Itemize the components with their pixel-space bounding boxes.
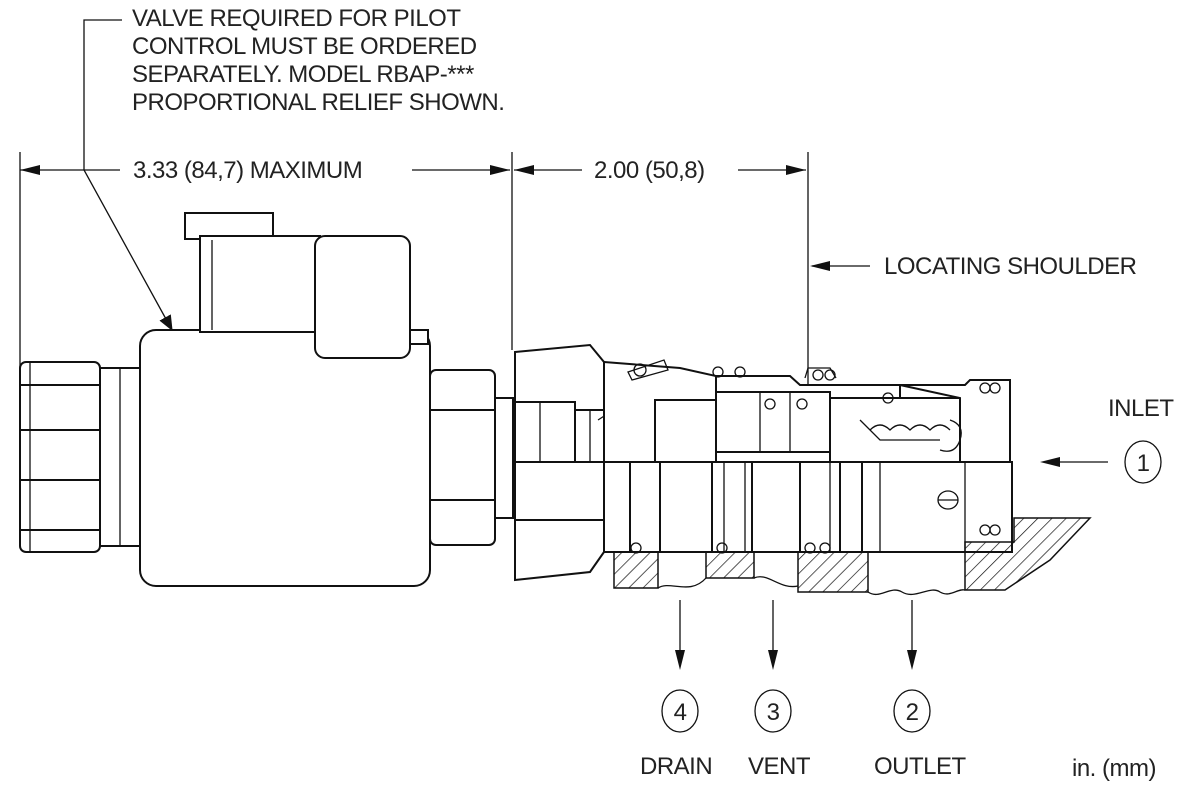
coil-nut: [429, 369, 514, 546]
port-1-number: 1: [1137, 450, 1150, 477]
manifold-block: [613, 517, 1092, 596]
port-3-number: 3: [767, 699, 780, 726]
port-4-name: DRAIN: [640, 753, 712, 780]
note-line-1: VALVE REQUIRED FOR PILOT: [132, 5, 461, 32]
port-2-number: 2: [906, 699, 919, 726]
note-line-2: CONTROL MUST BE ORDERED: [132, 33, 477, 60]
adjustment-knob: [19, 361, 141, 553]
note-line-3: SEPARATELY. MODEL RBAP-***: [132, 61, 474, 88]
dimension-cartridge-label: 2.00 (50,8): [594, 157, 705, 184]
port-4: 4 DRAIN: [640, 689, 713, 780]
port-4-number: 4: [674, 699, 687, 726]
port-3-name: VENT: [748, 753, 811, 780]
port-arrows: [675, 457, 1108, 670]
locating-shoulder-callout: LOCATING SHOULDER: [810, 253, 1137, 280]
note-line-4: PROPORTIONAL RELIEF SHOWN.: [132, 89, 504, 116]
dimension-overall-label: 3.33 (84,7) MAXIMUM: [133, 157, 362, 184]
note-leader: [83, 19, 173, 332]
dimension-cartridge: 2.00 (50,8): [514, 152, 809, 385]
port-2-name: OUTLET: [874, 753, 967, 780]
port-1: 1 INLET: [1108, 395, 1175, 484]
units-label: in. (mm): [1072, 755, 1156, 782]
solenoid-coil: [139, 212, 431, 587]
port-3: 3 VENT: [748, 689, 811, 780]
cartridge-upper: [603, 359, 1011, 463]
port-1-name: INLET: [1108, 395, 1174, 422]
port-2: 2 OUTLET: [874, 689, 967, 780]
locating-shoulder-label: LOCATING SHOULDER: [884, 253, 1137, 280]
dimension-overall: 3.33 (84,7) MAXIMUM: [19, 152, 513, 540]
pilot-valve-note: VALVE REQUIRED FOR PILOT CONTROL MUST BE…: [132, 5, 505, 116]
cartridge-lower: [603, 461, 1013, 554]
